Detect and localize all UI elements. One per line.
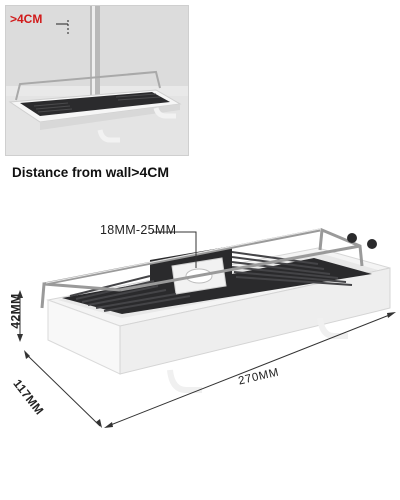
tray-ribs-left (69, 275, 191, 312)
clamp-leader (152, 231, 197, 268)
height-label: 42MM (8, 293, 23, 329)
mount-stud-left (347, 233, 357, 243)
shelf-illustration (17, 227, 396, 428)
caption-prefix: Distance from wall (12, 165, 132, 180)
clamp-range-label: 18MM-25MM (100, 223, 177, 237)
tray-ribs-right (231, 251, 353, 286)
hook-right (317, 317, 348, 339)
shelf-base-front-face (119, 267, 391, 375)
inset-scene (6, 6, 188, 155)
inset-photo: >4CM (5, 5, 189, 156)
hook-left (167, 369, 202, 393)
mount-stud-right (367, 239, 377, 249)
chrome-rail (40, 227, 364, 309)
inset-distance-label: >4CM (10, 12, 43, 26)
depth-dimension-line (25, 353, 101, 427)
width-dimension-line (107, 313, 393, 427)
inset-caption: Distance from wall>4CM (12, 164, 169, 180)
caption-value: >4CM (131, 164, 170, 180)
